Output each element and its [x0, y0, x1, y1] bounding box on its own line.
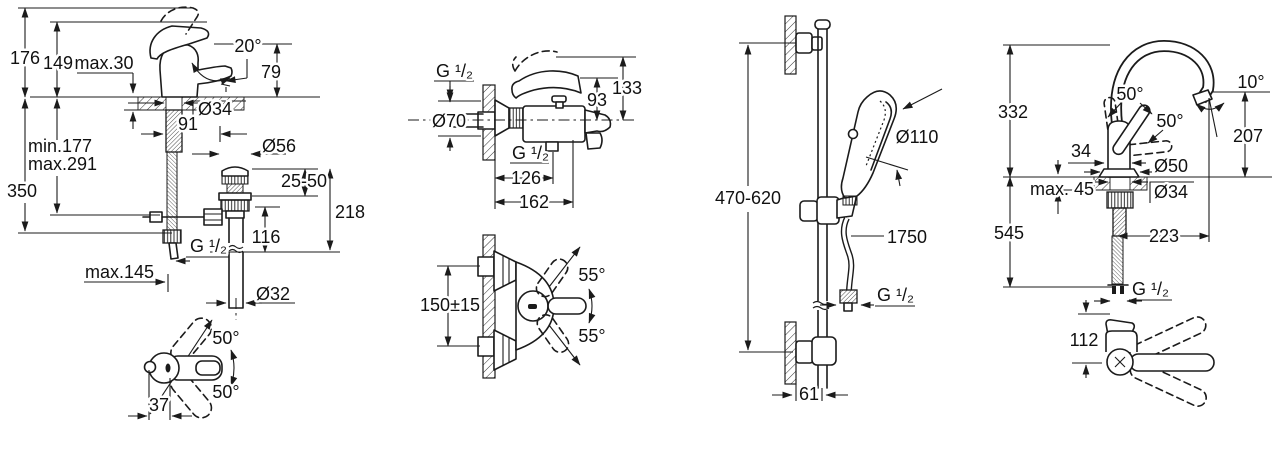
- label-50deg-down: 50°: [212, 382, 239, 402]
- label-150pm15: 150±15: [420, 295, 480, 315]
- label-dia34: Ø34: [1154, 182, 1188, 202]
- label-dia56: Ø56: [262, 136, 296, 156]
- label-dia70: Ø70: [432, 111, 466, 131]
- label-37: 37: [149, 395, 169, 415]
- label-126: 126: [511, 168, 541, 188]
- drawing-basin-mixer: 176 149 max.30 20° 79 Ø34 91 min.177 max…: [4, 6, 368, 420]
- label-20deg: 20°: [234, 36, 261, 56]
- label-332: 332: [998, 102, 1028, 122]
- label-149: 149: [43, 53, 73, 73]
- label-55deg-up: 55°: [578, 265, 605, 285]
- label-1750: 1750: [887, 227, 927, 247]
- label-10deg: 10°: [1237, 72, 1264, 92]
- label-112: 112: [1070, 330, 1099, 350]
- faucet-body: [159, 44, 233, 98]
- label-dia32: Ø32: [256, 284, 290, 304]
- label-dia34: Ø34: [198, 99, 232, 119]
- label-218: 218: [335, 202, 365, 222]
- label-max291: max.291: [28, 154, 97, 174]
- label-470-620: 470-620: [715, 188, 781, 208]
- label-g12: G ¹/₂: [877, 285, 914, 305]
- faucet-lever: [149, 25, 210, 60]
- label-g12-top: G ¹/₂: [436, 61, 473, 81]
- lever-swing-down: [536, 314, 570, 354]
- label-116: 116: [252, 227, 281, 247]
- hand-shower: [840, 90, 898, 199]
- label-79: 79: [261, 62, 281, 82]
- label-min177: min.177: [28, 136, 92, 156]
- label-g12-bottom: G ¹/₂: [512, 143, 549, 163]
- drawing-shower-rail-set: 470-620 Ø110 1750 G ¹/₂ 61: [712, 15, 943, 407]
- label-g12: G ¹/₂: [1132, 279, 1169, 299]
- label-50deg-up: 50°: [212, 328, 239, 348]
- shower-outlet-stub: [545, 141, 559, 152]
- label-133: 133: [612, 78, 642, 98]
- label-g12: G ¹/₂: [190, 236, 227, 256]
- drawing-kitchen-mixer: 332 50° 50° 10° 207 34 Ø50 max. 45 Ø34 5…: [991, 39, 1272, 407]
- lever-swing-up: [535, 258, 569, 298]
- label-223: 223: [1149, 226, 1179, 246]
- label-545: 545: [994, 223, 1024, 243]
- mixer-body: [522, 105, 586, 143]
- label-93: 93: [587, 90, 607, 110]
- label-55deg-down: 55°: [578, 326, 605, 346]
- label-91: 91: [178, 114, 198, 134]
- mixer-lever: [511, 70, 582, 99]
- drawing-bath-mixer: G ¹/₂ 93 133 Ø70 G ¹/₂ 126 162 150±15 55…: [408, 50, 645, 379]
- lever-raised-position: [511, 50, 558, 72]
- label-176: 176: [10, 48, 40, 68]
- label-max145: max.145: [85, 262, 154, 282]
- body-top-view: [1105, 330, 1138, 352]
- lever-top-view: [547, 297, 587, 315]
- rail-wall-bracket: [795, 32, 813, 54]
- label-50deg-up: 50°: [1116, 84, 1143, 104]
- label-350: 350: [7, 181, 37, 201]
- label-207: 207: [1233, 126, 1263, 146]
- lever-raised-position: [160, 6, 200, 35]
- label-max45: max. 45: [1030, 179, 1094, 199]
- label-61: 61: [799, 384, 819, 404]
- spout-top-view: [1129, 353, 1215, 372]
- label-dia110: Ø110: [896, 127, 939, 147]
- label-dia50: Ø50: [1154, 156, 1188, 176]
- label-50deg-down: 50°: [1156, 111, 1183, 131]
- label-162: 162: [519, 192, 549, 212]
- handset-holder: [799, 200, 819, 222]
- label-25-50: 25-50: [281, 171, 327, 191]
- label-max30: max.30: [74, 53, 133, 73]
- label-34: 34: [1071, 141, 1091, 161]
- rail-glide-bracket: [795, 340, 814, 364]
